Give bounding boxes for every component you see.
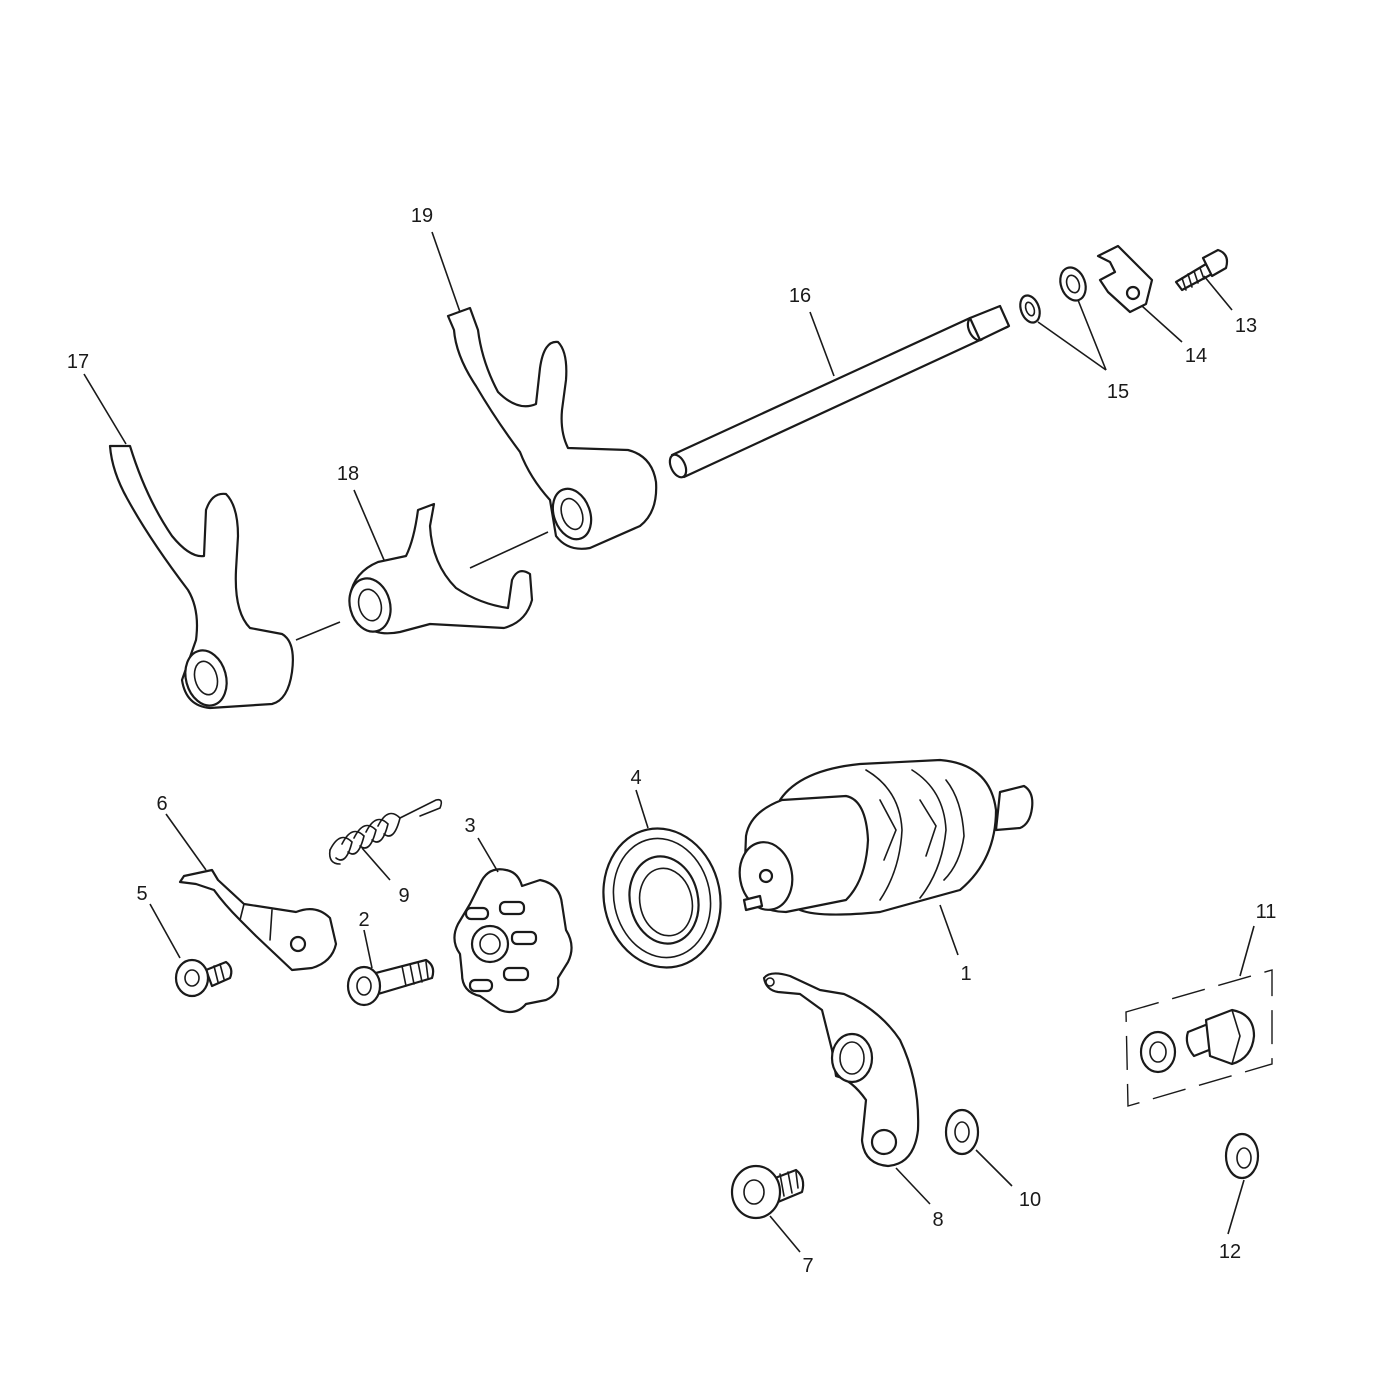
callout-4: 4 (630, 767, 641, 789)
callout-17: 17 (67, 351, 89, 373)
callout-8: 8 (932, 1209, 943, 1231)
leader-11 (1239, 925, 1255, 977)
callout-14: 14 (1185, 345, 1207, 367)
part-14-clip-plate (1096, 244, 1154, 314)
callout-7: 7 (802, 1255, 813, 1277)
leader-12 (1227, 1179, 1245, 1235)
callout-11: 11 (1256, 901, 1277, 923)
leader-17 (83, 373, 127, 445)
part-16-shaft (668, 304, 1011, 479)
callout-12: 12 (1219, 1241, 1241, 1263)
part-4-bearing (602, 827, 722, 969)
leader-5 (149, 903, 181, 959)
leader-18 (353, 489, 385, 561)
callout-5: 5 (136, 883, 147, 905)
part-8-lever (762, 972, 920, 1168)
leader-16 (809, 311, 835, 377)
callout-16: 16 (789, 285, 811, 307)
leader-7 (769, 1215, 801, 1253)
part-13-screw (1174, 248, 1229, 292)
callout-1: 1 (960, 963, 971, 985)
callout-10: 10 (1019, 1189, 1041, 1211)
part-6-detent-arm (178, 868, 338, 972)
leader-14 (1141, 305, 1183, 343)
part-3-star-wheel (453, 868, 573, 1014)
part-11-stud-kit (1125, 969, 1273, 1107)
leader-lines (83, 231, 1255, 1253)
callout-3: 3 (464, 815, 475, 837)
leader-13 (1203, 275, 1233, 311)
part-10-washer (944, 1108, 980, 1156)
part-12-washer (1224, 1132, 1260, 1180)
leader-3 (477, 837, 499, 873)
part-7-screw (730, 1164, 805, 1220)
leader-9 (361, 847, 391, 881)
callout-15: 15 (1107, 381, 1129, 403)
part-5-screw (174, 958, 233, 998)
part-19-shift-fork (446, 306, 658, 550)
leader-2 (363, 929, 373, 969)
leader-8 (895, 1167, 931, 1205)
callout-6: 6 (156, 793, 167, 815)
leader-4 (635, 789, 649, 829)
callout-labels: 1 2 3 4 5 6 7 8 9 10 11 12 13 14 15 16 1… (67, 205, 1277, 1277)
leader-10 (975, 1149, 1013, 1187)
callout-19: 19 (411, 205, 433, 227)
part-9-spring (328, 798, 443, 865)
leader-6 (165, 813, 207, 871)
part-18-shift-fork (348, 502, 534, 635)
fork-assembly-axis (295, 531, 549, 641)
callout-18: 18 (337, 463, 359, 485)
part-15-washers (1019, 266, 1087, 324)
callout-2: 2 (358, 909, 369, 931)
part-17-shift-fork (108, 444, 294, 710)
leader-15a (1037, 321, 1107, 371)
leader-1 (939, 904, 959, 956)
callout-13: 13 (1235, 315, 1257, 337)
callout-9: 9 (398, 885, 409, 907)
leader-15b (1077, 299, 1107, 371)
part-1-shift-drum (738, 758, 1034, 916)
part-2-bolt (346, 958, 435, 1007)
leader-19 (431, 231, 461, 313)
